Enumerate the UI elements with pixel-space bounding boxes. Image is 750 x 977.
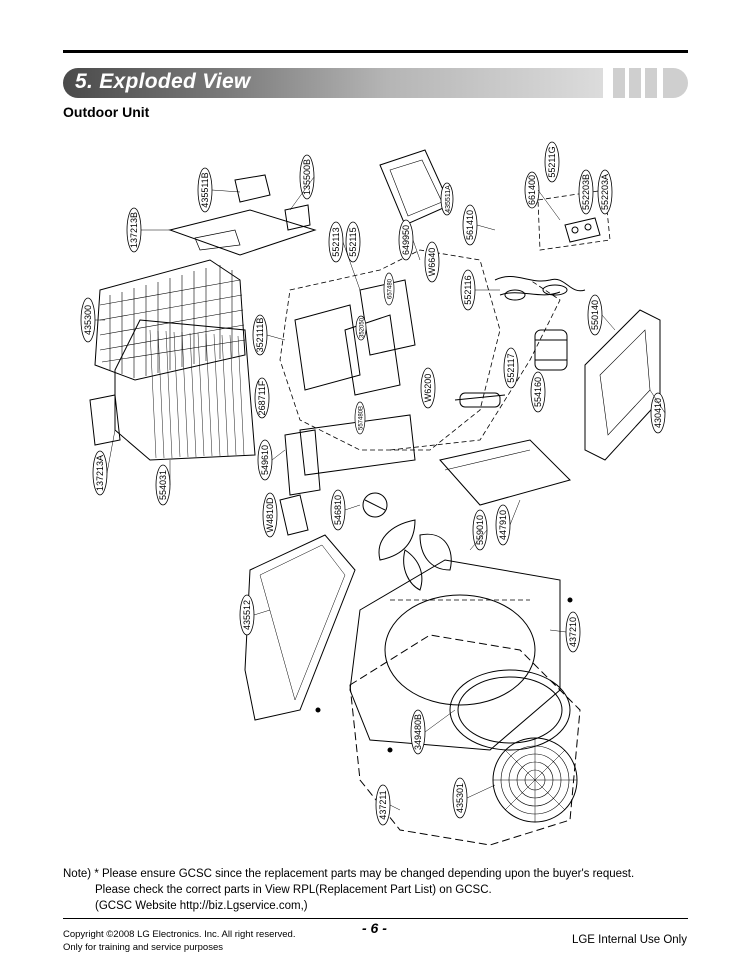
part-label: 557480B — [359, 406, 365, 430]
part-label: 554160 — [533, 377, 543, 407]
section-title-bar: 5. Exploded View — [63, 68, 688, 98]
title-deco-bar — [613, 68, 625, 98]
part-label: 430410 — [653, 398, 663, 428]
part-label: 546810 — [333, 495, 343, 525]
part-label: 435512 — [242, 600, 252, 630]
internal-use-label: LGE Internal Use Only — [571, 934, 687, 946]
copyright-text: Copyright ©2008 LG Electronics. Inc. All… — [63, 929, 296, 940]
title-gradient — [63, 68, 603, 98]
part-label: 437210 — [568, 617, 578, 647]
part-label: 268711F — [257, 380, 267, 415]
part-label: 349480B — [413, 714, 423, 750]
top-rule — [63, 50, 688, 53]
page-number: - 6 - — [362, 920, 387, 936]
part-label: 435300 — [83, 305, 93, 335]
part-label: 552116 — [463, 275, 473, 304]
note-line: (GCSC Website http://biz.Lgservice.com,) — [95, 900, 308, 912]
part-label: 661400 — [527, 175, 537, 205]
part-label: 135500B — [302, 159, 312, 195]
part-label: 435511B — [200, 172, 210, 207]
note-line: Please check the correct parts in View R… — [95, 884, 492, 896]
part-label: 554031 — [158, 470, 168, 500]
footer-copyright: Copyright ©2008 LG Electronics. Inc. All… — [63, 928, 295, 954]
part-label: W4810D — [265, 497, 275, 533]
part-labels: 435511B 135500B 137213B 552113 552115 64… — [80, 141, 666, 826]
exploded-view-diagram: 435511B 135500B 137213B 552113 552115 64… — [80, 141, 666, 846]
note-text: Note) * Please ensure GCSC since the rep… — [63, 866, 634, 914]
part-label: 352111B — [255, 318, 265, 353]
part-label: 552203B — [581, 174, 591, 210]
title-deco-cap — [663, 68, 688, 98]
title-deco-bar — [629, 68, 641, 98]
bottom-rule — [63, 918, 688, 919]
page-subtitle: Outdoor Unit — [63, 104, 150, 120]
part-label: 552115 — [348, 227, 358, 256]
part-label: 657480 — [388, 278, 394, 299]
part-label: 550140 — [590, 300, 600, 330]
part-label: 552113 — [331, 227, 341, 256]
part-label: 552117 — [506, 353, 516, 382]
note-line: Note) * Please ensure GCSC since the rep… — [63, 868, 635, 880]
part-label: 352050 — [360, 317, 366, 338]
part-label: 435511A — [445, 185, 452, 213]
part-label: 549610 — [260, 445, 270, 475]
title-deco-bar — [645, 68, 657, 98]
part-label: 649950 — [401, 225, 411, 255]
part-label: 55211G — [547, 146, 557, 177]
part-label: 552203A — [600, 174, 610, 210]
part-label: 559010 — [475, 515, 485, 545]
section-title: 5. Exploded View — [75, 70, 251, 93]
part-label: 447910 — [498, 510, 508, 540]
part-label: 137213B — [129, 212, 139, 248]
training-text: Only for training and service purposes — [63, 942, 223, 953]
part-label: W6200 — [423, 374, 433, 403]
part-label: 437211 — [378, 790, 388, 819]
part-label: 137213A — [95, 455, 105, 491]
part-label: 435301 — [455, 783, 465, 813]
part-label: W6640 — [427, 248, 437, 277]
part-label: 561410 — [465, 210, 475, 240]
